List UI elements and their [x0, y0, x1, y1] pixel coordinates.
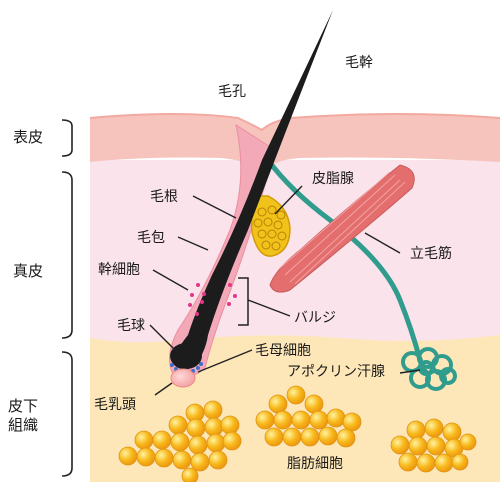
- label-apocrine-gland: アポクリン汗腺: [287, 364, 385, 380]
- fat-cells: [118, 385, 477, 482]
- label-sebaceous-gland: 皮脂腺: [312, 171, 354, 187]
- label-dermis: 真皮: [13, 262, 44, 280]
- label-fat-cells: 脂肪細胞: [287, 456, 343, 472]
- label-dermal-papilla: 毛乳頭: [94, 397, 136, 413]
- hair-bulb: [170, 343, 202, 369]
- dermal-papilla: [170, 368, 196, 388]
- apocrine-sweat-gland-coil: [401, 347, 457, 391]
- layer-brackets: [61, 119, 73, 477]
- label-stem-cells: 幹細胞: [98, 262, 140, 278]
- stem-cells: [188, 283, 237, 316]
- leader-lines: [149, 185, 421, 396]
- label-hair-follicle: 毛包: [137, 230, 165, 246]
- label-hair-pore: 毛孔: [218, 84, 246, 100]
- epidermis-top-edge: [89, 113, 500, 132]
- label-bulge: バルジ: [294, 310, 336, 326]
- label-hair-shaft: 毛幹: [345, 55, 373, 71]
- epidermis-layer: [90, 114, 500, 175]
- label-hair-bulb: 毛球: [117, 318, 145, 334]
- bulge-bracket: [238, 277, 249, 326]
- hair-shaft: [172, 10, 333, 370]
- apocrine-sweat-gland-duct: [265, 157, 423, 363]
- label-arrector-pili: 立毛筋: [410, 246, 452, 262]
- label-matrix-cells: 毛母細胞: [255, 343, 311, 359]
- label-subcutis: 皮下組織: [8, 397, 39, 434]
- sebaceous-gland: [250, 195, 291, 257]
- label-epidermis: 表皮: [13, 128, 44, 146]
- label-hair-root: 毛根: [150, 189, 178, 205]
- arrector-pili-muscle: [269, 164, 415, 293]
